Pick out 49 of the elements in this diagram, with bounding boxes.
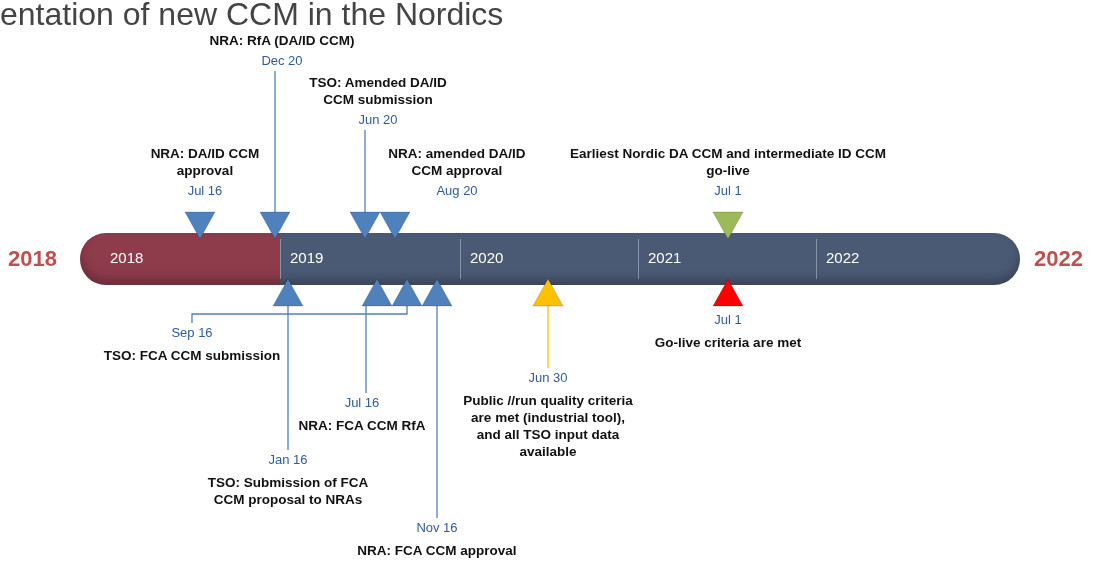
date-label: Jul 1 xyxy=(714,183,742,199)
milestone-text: TSO: Submission of FCA CCM proposal to NRAs xyxy=(206,474,370,508)
date-label: Dec 20 xyxy=(261,53,303,69)
year-label: 2019 xyxy=(290,249,324,266)
leader-line xyxy=(364,129,366,213)
milestone-triangle xyxy=(533,279,563,306)
milestone-text: Go-live criteria are met xyxy=(654,334,802,351)
date-label: Sep 16 xyxy=(171,325,213,341)
milestone-triangle xyxy=(713,212,743,239)
leader-line xyxy=(547,305,549,369)
date-label: Nov 16 xyxy=(416,520,458,536)
leader-line xyxy=(365,305,367,394)
leader-line xyxy=(191,305,408,324)
milestone-triangle xyxy=(185,212,215,239)
milestone-triangle xyxy=(422,279,452,306)
year-label: 2022 xyxy=(826,249,860,266)
milestone-text: NRA: RfA (DA/ID CCM) xyxy=(209,32,355,49)
date-label: Jun 20 xyxy=(358,112,398,128)
timeline-bar xyxy=(80,233,1020,285)
date-label: Jun 30 xyxy=(528,370,568,386)
milestone-text: NRA: FCA CCM RfA xyxy=(298,417,426,434)
date-label: Jul 16 xyxy=(344,395,380,411)
milestone-text: TSO: FCA CCM submission xyxy=(103,347,281,364)
year-label: 2021 xyxy=(648,249,682,266)
milestone-triangle xyxy=(380,212,410,239)
milestone-text: NRA: FCA CCM approval xyxy=(357,542,517,559)
date-label: Aug 20 xyxy=(436,183,478,199)
milestone-triangle xyxy=(273,279,303,306)
milestone-text: TSO: Amended DA/ID CCM submission xyxy=(308,74,448,108)
title: entation of new CCM in the Nordics xyxy=(0,0,504,33)
milestone-text: Public //run quality criteria are met (industrial tool), and all TSO input data available xyxy=(462,392,634,460)
date-label: Jan 16 xyxy=(268,452,308,468)
milestone-triangle xyxy=(713,279,743,306)
date-label: Jul 1 xyxy=(714,312,742,328)
date-label: Jul 16 xyxy=(187,183,223,199)
milestone-triangle xyxy=(392,279,422,306)
leader-line xyxy=(274,70,276,213)
milestone-triangle xyxy=(362,279,392,306)
leader-line xyxy=(436,305,438,519)
milestone-triangle xyxy=(350,212,380,239)
year-label: 2018 xyxy=(8,246,57,272)
year-label: 2020 xyxy=(470,249,504,266)
leader-line xyxy=(287,305,289,451)
milestone-triangle xyxy=(260,212,290,239)
year-label: 2022 xyxy=(1034,246,1083,272)
milestone-text: Earliest Nordic DA CCM and intermediate ID CCM go-live xyxy=(568,145,888,179)
milestone-text: NRA: DA/ID CCM approval xyxy=(149,145,261,179)
year-label: 2018 xyxy=(110,249,144,266)
milestone-text: NRA: amended DA/ID CCM approval xyxy=(387,145,527,179)
